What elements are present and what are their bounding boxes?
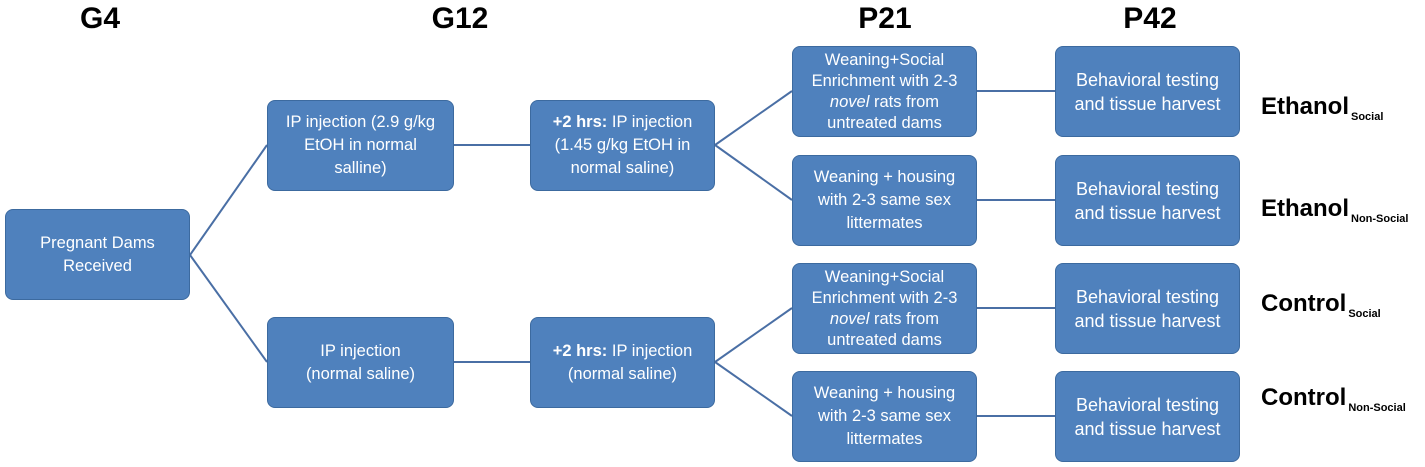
box-text-line: (normal saline): [305, 364, 416, 383]
box-ip-injection-etoh: IP injection (2.9 g/kg EtOH in normal sa…: [267, 100, 454, 191]
group-sub: Non-Social: [1351, 213, 1409, 225]
box-text-line: Weaning+Social: [824, 267, 945, 286]
box-text-line: and tissue harvest: [1074, 202, 1221, 223]
group-main: Ethanol: [1261, 93, 1349, 120]
box-text-line: with 2-3 same sex: [818, 407, 951, 425]
box-g12-injection-etoh: +2 hrs: IP injection (1.45 g/kg EtOH in …: [530, 100, 715, 191]
stage-header-g4: G4: [79, 2, 121, 35]
box-text-line: Enrichment with 2-3: [811, 71, 958, 90]
group-sub: Social: [1351, 111, 1384, 123]
italic-novel: novel: [829, 309, 870, 328]
box-text-line: and tissue harvest: [1074, 418, 1221, 439]
box-g12-injection-saline: +2 hrs: IP injection (normal saline): [530, 317, 715, 408]
box-text-line: novel rats from: [812, 309, 958, 330]
box-text-line: novel rats from: [812, 92, 958, 113]
group-main: Ethanol: [1261, 195, 1349, 222]
bold-time-label: +2 hrs:: [552, 341, 608, 360]
connector-g12-p21-2: [714, 144, 793, 201]
box-text-line: littermates: [846, 430, 923, 448]
italic-novel: novel: [829, 92, 870, 111]
stage-header-g12: G12: [431, 2, 489, 35]
group-sub: Non-Social: [1348, 402, 1406, 414]
box-text-line: and tissue harvest: [1074, 310, 1221, 331]
box-text-inline: rats from: [869, 309, 940, 328]
box-text-line: Weaning + housing: [813, 384, 956, 402]
box-text-line: Enrichment with 2-3: [811, 288, 958, 307]
box-behavioral-testing-2: Behavioral testing and tissue harvest: [1055, 155, 1240, 246]
box-text-line: (normal saline): [567, 364, 678, 383]
box-text-inline: IP injection: [607, 341, 693, 360]
box-text-line: Behavioral testing: [1075, 178, 1220, 199]
connector-root-bottom: [189, 254, 268, 363]
box-text-line: EtOH in normal: [304, 136, 417, 154]
group-main: Control: [1261, 290, 1347, 317]
box-pregnant-dams: Pregnant Dams Received: [5, 209, 190, 300]
box-text-line: littermates: [846, 214, 923, 232]
box-text-line: with 2-3 same sex: [818, 191, 951, 209]
box-text-line: Received: [63, 256, 132, 275]
stage-header-p21: P21: [858, 2, 912, 35]
box-text-line: IP injection: [320, 341, 401, 360]
box-text-inline: IP injection: [607, 113, 693, 131]
box-ip-injection-saline: IP injection (normal saline): [267, 317, 454, 408]
box-text-line: Behavioral testing: [1075, 286, 1220, 307]
group-sub: Social: [1348, 308, 1381, 320]
box-text-line: Weaning + housing: [813, 168, 956, 186]
connector-g12-p21-4: [714, 361, 793, 417]
connector-g12-p21-3: [714, 307, 793, 363]
stage-header-p42: P42: [1123, 2, 1177, 35]
box-text-line: Weaning+Social: [824, 50, 945, 69]
connector-g12-p21-1: [714, 90, 793, 146]
box-text-line: +2 hrs: IP injection: [553, 340, 693, 363]
box-text-line: Behavioral testing: [1075, 69, 1220, 90]
box-behavioral-testing-3: Behavioral testing and tissue harvest: [1055, 263, 1240, 354]
box-weaning-social-2: Weaning+Social Enrichment with 2-3 novel…: [792, 263, 977, 354]
box-text-line: +2 hrs: IP injection: [553, 111, 693, 134]
box-weaning-social-1: Weaning+Social Enrichment with 2-3 novel…: [792, 46, 977, 137]
box-weaning-littermates-1: Weaning + housing with 2-3 same sex litt…: [792, 155, 977, 246]
box-text-line: Behavioral testing: [1075, 394, 1220, 415]
box-text-line: untreated dams: [827, 113, 942, 132]
box-text-line: and tissue harvest: [1074, 93, 1221, 114]
box-text-inline: rats from: [869, 92, 940, 111]
box-behavioral-testing-1: Behavioral testing and tissue harvest: [1055, 46, 1240, 137]
box-text-line: (1.45 g/kg EtOH in: [554, 136, 691, 154]
box-behavioral-testing-4: Behavioral testing and tissue harvest: [1055, 371, 1240, 462]
box-text-line: normal saline): [570, 159, 675, 177]
box-text-line: Pregnant Dams: [40, 233, 155, 252]
connector-root-top: [189, 144, 268, 256]
box-text-line: IP injection (2.9 g/kg: [285, 113, 436, 131]
box-text-line: untreated dams: [827, 330, 942, 349]
group-main: Control: [1261, 384, 1347, 411]
box-text-line: salline): [334, 159, 387, 177]
bold-time-label: +2 hrs:: [552, 113, 608, 131]
box-weaning-littermates-2: Weaning + housing with 2-3 same sex litt…: [792, 371, 977, 462]
